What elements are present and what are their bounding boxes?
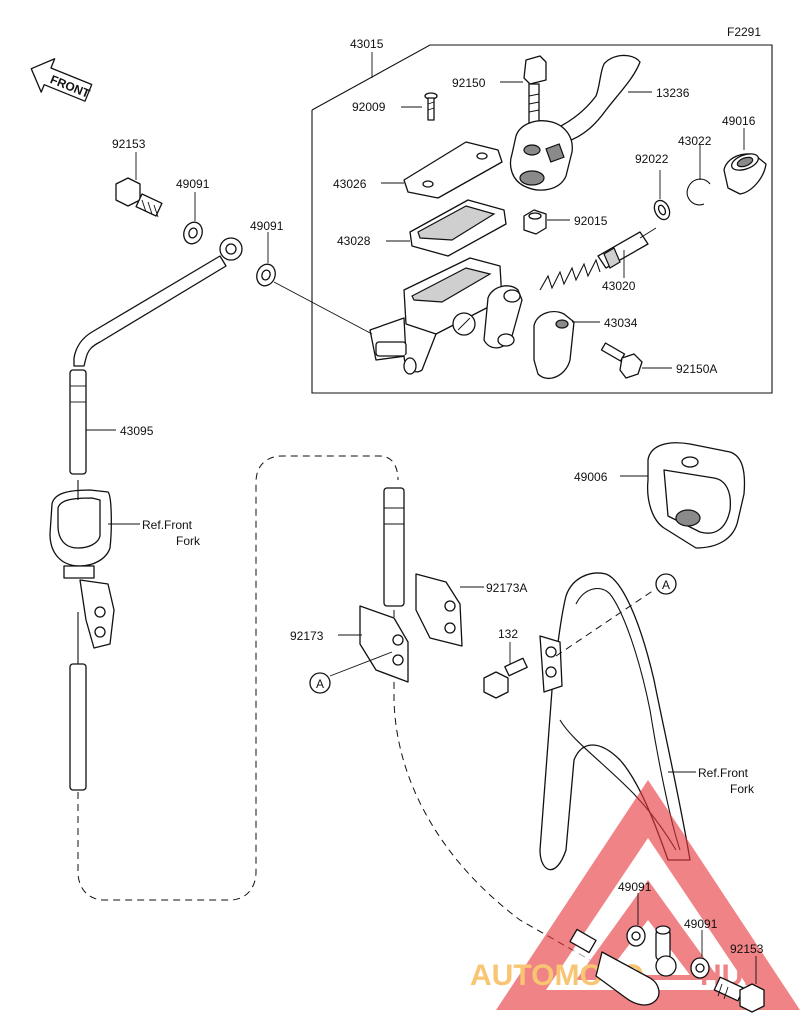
label-92153-lower: 92153 [730,942,764,956]
clutch-hose-lower-left-icon [69,455,399,901]
callout-a-right: A [655,573,677,595]
circlip-43022-icon [686,145,711,206]
callout-a-right-label: A [662,578,670,592]
master-cylinder-body-icon [369,257,523,375]
label-92150A: 92150A [676,362,717,376]
label-43028: 43028 [337,234,371,248]
diaphragm-43028-icon [386,199,507,257]
label-92153-top: 92153 [112,137,146,151]
label-92009: 92009 [352,100,386,114]
clutch-hose-center-icon [383,487,591,961]
label-92173A: 92173A [486,581,527,595]
label-49006: 49006 [574,470,608,484]
master-cylinder-assembly-box [311,44,773,394]
label-43020: 43020 [602,279,636,293]
hose-bracket-left-icon [49,489,140,649]
label-49091-lower-left: 49091 [618,880,652,894]
label-49016: 49016 [722,114,756,128]
label-ref-front-fork-right-2: Fork [730,782,755,796]
bolt-92150-icon [500,55,547,125]
washer-49091-left-icon [183,192,203,245]
clutch-hose-43095-icon [69,237,243,475]
clamp-43034-icon [533,311,600,379]
label-ref-front-fork-left-2: Fork [176,534,201,548]
clamp-92173-icon [329,605,409,683]
label-43095: 43095 [120,424,154,438]
clutch-lever-13236-icon [509,54,652,191]
label-43015: 43015 [350,37,384,51]
label-43022: 43022 [678,134,712,148]
reservoir-cover-43026-icon [381,141,503,199]
clamp-92173A-icon [415,573,484,647]
figure-code: F2291 [727,25,761,39]
bolt-92150A-icon [600,342,672,379]
washer-92022-icon [653,170,671,221]
label-92015: 92015 [574,214,608,228]
label-ref-front-fork-right-1: Ref.Front [698,766,749,780]
callout-a-left-label: A [316,677,324,691]
banjo-bolt-92153-top-icon [115,152,163,218]
label-132: 132 [498,627,518,641]
label-92173: 92173 [290,629,324,643]
washer-49091-right-icon [256,232,373,335]
label-49091-right: 49091 [250,219,284,233]
washer-49091-lower-right-icon [690,930,710,979]
boot-49016-icon [723,128,767,195]
label-49091-lower-right: 49091 [684,917,718,931]
bolt-132-icon [483,642,528,699]
label-43034: 43034 [604,316,638,330]
nut-92015-icon [523,209,570,235]
screw-92009-icon [401,92,438,121]
label-ref-front-fork-left-1: Ref.Front [142,518,193,532]
label-49091-left: 49091 [176,177,210,191]
front-arrow-icon: FRONT [30,58,92,102]
piston-spring-43020-icon [539,227,657,291]
callout-a-left: A [309,672,331,694]
washer-49091-lower-left-icon [626,893,646,947]
lower-banjo-fitting-icon [569,925,677,1006]
label-43026: 43026 [333,177,367,191]
label-92150: 92150 [452,76,486,90]
banjo-bolt-92153-lower-icon [713,956,765,1013]
label-13236: 13236 [656,86,690,100]
protector-49006-icon [620,442,746,549]
label-92022: 92022 [635,152,669,166]
